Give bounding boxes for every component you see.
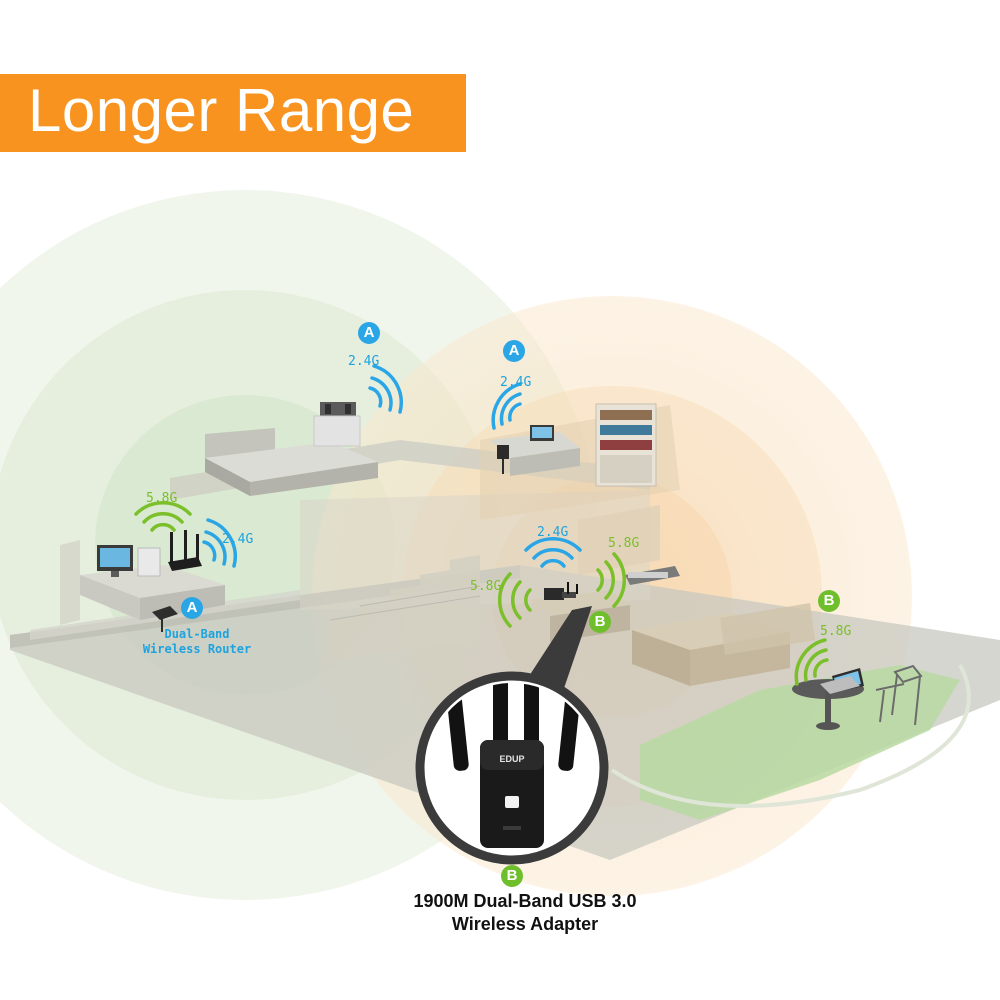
marker-b-living-room: B <box>589 611 611 633</box>
product-title-line2: Wireless Adapter <box>451 914 599 934</box>
sofa-icon <box>632 603 815 686</box>
band-label-garden: 5.8G <box>820 624 852 639</box>
desktop-computer-icon <box>490 425 580 476</box>
wifi-signal-icon <box>134 364 829 686</box>
bed-icon <box>205 428 378 496</box>
bookshelf-icon <box>595 403 657 487</box>
garden-table <box>792 668 864 730</box>
garden-chair-icon <box>875 664 923 726</box>
marker-a-bedroom: A <box>358 322 380 344</box>
band-label-router-24: 2.4G <box>222 532 254 547</box>
product-title-line1: 1900M Dual-Band USB 3.0 <box>413 891 637 911</box>
chair-icon <box>152 606 178 632</box>
band-label-adapter-58-left: 5.8G <box>470 579 502 594</box>
usb-adapter-icon: EDUP <box>445 683 582 848</box>
router-caption: Dual-Band Wireless Router <box>132 627 262 657</box>
band-label-office: 2.4G <box>500 375 532 390</box>
band-label-bedroom: 2.4G <box>348 354 380 369</box>
marker-a-router: A <box>181 597 203 619</box>
band-label-router-58: 5.8G <box>146 491 178 506</box>
stereo-icon <box>313 402 361 447</box>
band-label-adapter-58-right: 5.8G <box>608 536 640 551</box>
adapter-brand-logo: EDUP <box>499 754 524 764</box>
router-icon <box>168 530 202 571</box>
marker-b-product: B <box>501 865 523 887</box>
router-caption-line1: Dual-Band <box>164 627 230 641</box>
marker-b-garden: B <box>818 590 840 612</box>
title-banner <box>0 74 466 152</box>
band-label-adapter-24: 2.4G <box>537 525 569 540</box>
marker-a-office: A <box>503 340 525 362</box>
tv-unit <box>578 505 680 585</box>
router-caption-line2: Wireless Router <box>142 642 252 656</box>
page-title: Longer Range <box>28 77 415 144</box>
product-title: 1900M Dual-Band USB 3.0 Wireless Adapter <box>360 890 690 936</box>
